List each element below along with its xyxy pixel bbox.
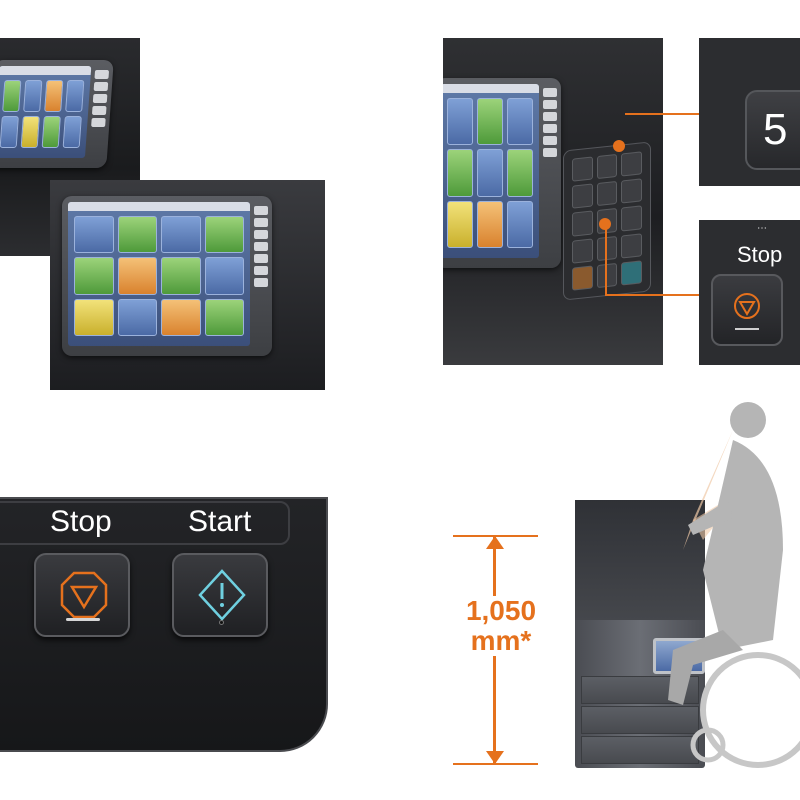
touch-screen	[68, 202, 250, 346]
arrow-down-icon	[486, 751, 504, 764]
touch-screen-frame	[62, 196, 272, 356]
touch-screen-frame	[443, 78, 561, 268]
zoom-stop-label: Stop	[737, 242, 783, 267]
dimension-bottom-tick	[453, 763, 538, 765]
number-key-5: 5	[745, 90, 800, 170]
keypad-zoom-key-5: 5	[699, 38, 800, 186]
touch-panel-photo-front	[50, 180, 325, 390]
stop-label: Stop	[50, 505, 112, 538]
callout-dot	[599, 218, 611, 230]
stop-button[interactable]	[34, 553, 130, 637]
height-dimension-label: 1,050 mm*	[451, 596, 551, 656]
touch-screen	[0, 66, 92, 158]
stop-indicator-bar	[66, 618, 100, 621]
callout-line	[625, 113, 699, 115]
keypad-panel-photo	[443, 38, 663, 365]
stop-octagon-icon	[60, 571, 108, 619]
zoom-stop-button	[711, 274, 783, 346]
callout-line	[605, 294, 699, 296]
callout-dot	[613, 140, 625, 152]
label-bezel	[0, 501, 290, 545]
start-diamond-icon	[198, 569, 246, 621]
touch-screen	[443, 84, 539, 258]
start-button[interactable]	[172, 553, 268, 637]
accessibility-height-illustration: 1,050 mm*	[443, 400, 800, 800]
height-value: 1,050	[465, 595, 537, 626]
keypad-dots-icon: ⋯	[757, 223, 768, 234]
touch-screen-frame	[0, 60, 114, 168]
wheelchair-user-silhouette	[668, 402, 800, 768]
start-indicator-led	[219, 620, 224, 625]
stop-octagon-icon	[734, 293, 760, 330]
start-label: Start	[188, 505, 252, 538]
stop-start-control-panel: Stop Start	[0, 497, 330, 767]
height-unit: mm*	[470, 625, 532, 656]
callout-line	[605, 226, 607, 296]
arrow-up-icon	[486, 536, 504, 549]
keypad-zoom-stop: ⋯ Stop	[699, 220, 800, 365]
